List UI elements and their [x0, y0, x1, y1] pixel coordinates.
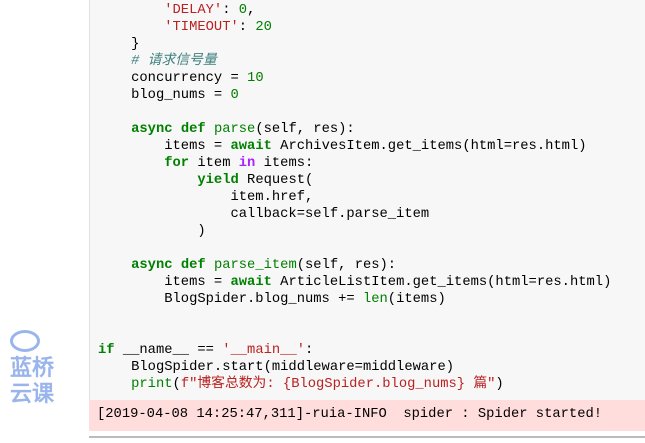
code-line: for item in items: [98, 155, 611, 172]
code-token: item [189, 156, 239, 171]
code-line [98, 308, 611, 325]
code-token: callback=self.parse_item [98, 207, 430, 222]
code-cell[interactable]: 'DELAY': 0, 'TIMEOUT': 20 } # 请求信号量 conc… [89, 0, 645, 400]
code-token: 10 [247, 71, 264, 86]
code-token: 0 [238, 3, 248, 18]
code-line: print(f"博客总数为: {BlogSpider.blog_nums} 篇"… [98, 376, 611, 393]
code-token: concurrency [98, 71, 231, 86]
code-line: ) [98, 223, 611, 240]
code-token: ) [98, 224, 206, 239]
watermark-text: 蓝桥云课 [10, 356, 55, 407]
code-token: (self, res): [255, 122, 355, 137]
code-line: } [98, 36, 611, 53]
code-line: # 请求信号量 [98, 53, 611, 70]
code-token: # 请求信号量 [131, 54, 217, 69]
code-token: '__main__' [222, 343, 305, 358]
code-token: 20 [255, 20, 272, 35]
code-token: async [131, 122, 173, 137]
code-line: async def parse_item(self, res): [98, 257, 611, 274]
code-token: yield [197, 173, 239, 188]
code-line: item.href, [98, 189, 611, 206]
watermark: 蓝桥云课 [10, 330, 80, 408]
code-editor[interactable]: 'DELAY': 0, 'TIMEOUT': 20 } # 请求信号量 conc… [98, 2, 611, 393]
code-token [98, 20, 164, 35]
cell-divider [89, 436, 645, 438]
code-line [98, 325, 611, 342]
output-log-line: [2019-04-08 14:25:47,311]-ruia-INFO spid… [97, 407, 603, 422]
code-token: } [98, 37, 140, 52]
code-token: in [238, 156, 256, 171]
code-token: items = [98, 139, 231, 154]
code-line: concurrency = 10 [98, 70, 611, 87]
code-token: async [131, 258, 173, 273]
code-token: parse [213, 122, 256, 137]
code-line: items = await ArchivesItem.get_items(htm… [98, 138, 611, 155]
code-line: yield Request( [98, 172, 611, 189]
code-line: BlogSpider.blog_nums += len(items) [98, 291, 611, 308]
code-token: (items) [387, 292, 446, 307]
code-token: : [222, 3, 239, 18]
code-token: print [131, 377, 173, 392]
code-line: callback=self.parse_item [98, 206, 611, 223]
code-token [206, 258, 214, 273]
code-line [98, 240, 611, 257]
code-token: BlogSpider.start(middleware=middleware) [98, 360, 455, 375]
code-token: ArchivesItem.get_items(html=res.html) [271, 139, 587, 154]
code-line: if __name__ == '__main__': [98, 342, 611, 359]
code-token: len [362, 292, 388, 307]
code-token: = [230, 71, 239, 86]
code-line: blog_nums = 0 [98, 87, 611, 104]
output-area: [2019-04-08 14:25:47,311]-ruia-INFO spid… [89, 400, 645, 431]
code-line: 'TIMEOUT': 20 [98, 19, 611, 36]
code-token [173, 122, 181, 137]
watermark-logo-icon [10, 330, 40, 352]
code-token: 0 [230, 88, 239, 103]
code-token [98, 173, 197, 188]
code-token: blog_nums = [98, 88, 231, 103]
code-token: ArticleListItem.get_items(html=res.html) [271, 275, 612, 290]
code-token [98, 258, 131, 273]
code-line: 'DELAY': 0, [98, 2, 611, 19]
code-token: await [230, 275, 272, 290]
code-token: __name__ == [114, 343, 223, 358]
code-token: parse_item [213, 258, 297, 273]
code-token: Request( [238, 173, 314, 188]
code-token [98, 3, 164, 18]
code-token: ) [495, 377, 504, 392]
code-token: items: [255, 156, 314, 171]
code-token [98, 377, 131, 392]
code-line: items = await ArticleListItem.get_items(… [98, 274, 611, 291]
code-token: 'DELAY' [164, 3, 223, 18]
code-token: 'TIMEOUT' [164, 20, 239, 35]
code-token [98, 122, 131, 137]
code-token: : [238, 20, 256, 35]
code-token: def [180, 258, 206, 273]
code-token: def [180, 122, 206, 137]
code-token [98, 54, 131, 69]
code-token: if [98, 343, 115, 358]
code-token: for [164, 156, 190, 171]
code-token [98, 156, 164, 171]
code-token: ( [172, 377, 181, 392]
code-line: BlogSpider.start(middleware=middleware) [98, 359, 611, 376]
code-token [239, 71, 247, 86]
code-token: items = [98, 275, 231, 290]
code-line: async def parse(self, res): [98, 121, 611, 138]
code-line [98, 104, 611, 121]
code-token: (self, res): [296, 258, 397, 273]
code-token: item.href, [98, 190, 314, 205]
code-token: BlogSpider.blog_nums += [98, 292, 363, 307]
code-token: await [230, 139, 272, 154]
code-token: f"博客总数为: {BlogSpider.blog_nums} 篇" [180, 377, 496, 392]
code-token [206, 122, 214, 137]
code-token: : [305, 343, 314, 358]
code-token: , [247, 3, 256, 18]
code-token [173, 258, 181, 273]
